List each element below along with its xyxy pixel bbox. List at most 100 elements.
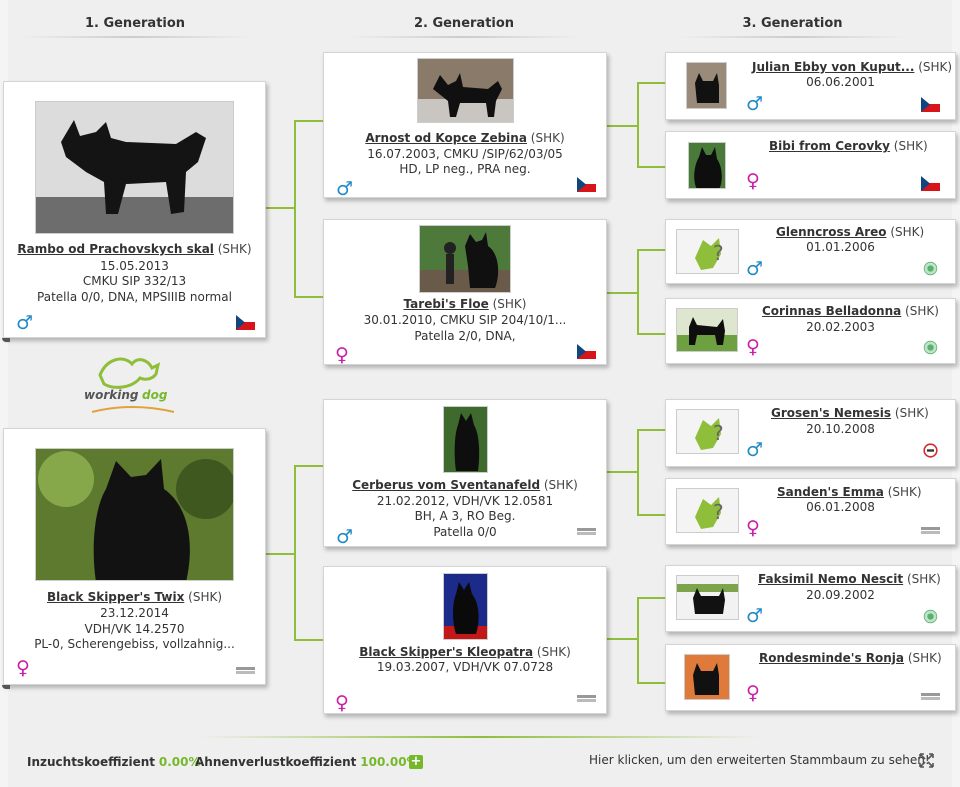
svg-text:?: ? [713, 421, 724, 445]
breed-code: (SHK) [188, 590, 223, 604]
unknown-dog-icon: ? [695, 418, 724, 450]
generation-1-title: 1. Generation [84, 16, 186, 31]
generation-1-header: 1. Generation [20, 16, 250, 38]
gen1-card-dam[interactable]: Black Skipper's Twix (SHK) 23.12.2014 VD… [2, 428, 266, 689]
female-icon: ♀ [746, 682, 760, 704]
ancestor-loss-value: 100.00% [360, 755, 419, 769]
male-icon: ♂ [746, 93, 764, 115]
green-badge-icon [923, 609, 938, 624]
dog-name-link[interactable]: Corinnas Belladonna [762, 304, 902, 318]
connector-line [637, 333, 666, 335]
placeholder-photo[interactable]: ? [676, 409, 739, 454]
gen3-card-5[interactable]: ? Grosen's Nemesis (SHK) 20.10.2008 ♂ [665, 399, 956, 467]
german-flag-icon [577, 528, 596, 535]
female-icon: ♀ [335, 692, 349, 714]
dog-name-line: Tarebi's Floe (SHK) [324, 297, 606, 312]
dog-photo[interactable] [35, 101, 234, 234]
dog-birth-date: 20.10.2008 [806, 422, 875, 436]
dog-name-line: Glenncross Areo (SHK) [776, 225, 955, 240]
dog-name-line: Julian Ebby von Kuput... (SHK) [752, 60, 955, 75]
female-icon: ♀ [746, 336, 760, 358]
dog-name-link[interactable]: Bibi from Cerovky [769, 139, 890, 153]
expand-plus-button[interactable]: + [409, 754, 423, 769]
dog-name-link[interactable]: Rondesminde's Ronja [759, 651, 905, 665]
gen2-card-1[interactable]: Arnost od Kopce Zebina (SHK) 16.07.2003,… [323, 52, 607, 200]
gen3-card-2[interactable]: Bibi from Cerovky (SHK) ♀ [665, 131, 956, 199]
breed-code: (SHK) [907, 651, 942, 665]
gen1-card-sire[interactable]: Rambo od Prachovskych skal (SHK) 15.05.2… [2, 81, 266, 342]
dog-name-link[interactable]: Tarebi's Floe [403, 297, 489, 311]
inbreeding-label: Inzuchtskoeffizient [27, 755, 156, 769]
dog-name-line: Faksimil Nemo Nescit (SHK) [758, 572, 955, 587]
breed-code: (SHK) [536, 645, 571, 659]
dog-name-link[interactable]: Glenncross Areo [776, 225, 887, 239]
dog-name-link[interactable]: Sanden's Emma [777, 485, 884, 499]
dog-photo[interactable] [684, 654, 730, 700]
dog-photo[interactable] [443, 406, 488, 473]
dog-name-link[interactable]: Black Skipper's Kleopatra [359, 645, 534, 659]
dog-name-link[interactable]: Cerberus vom Sventanafeld [352, 478, 541, 492]
placeholder-photo[interactable]: ? [676, 229, 739, 274]
dog-photo[interactable] [676, 308, 738, 352]
dog-silhouette-icon [677, 309, 737, 351]
gen2-card-2[interactable]: Tarebi's Floe (SHK) 30.01.2010, CMKU SIP… [323, 219, 607, 365]
connector-line [607, 292, 639, 294]
czech-flag-icon [921, 97, 940, 112]
gen3-card-1[interactable]: Julian Ebby von Kuput... (SHK) 06.06.200… [665, 52, 956, 120]
dog-name-link[interactable]: Grosen's Nemesis [771, 406, 892, 420]
connector-line [294, 465, 296, 640]
dog-photo[interactable] [688, 142, 726, 189]
dog-silhouette-icon [444, 574, 487, 639]
dog-name-link[interactable]: Black Skipper's Twix [46, 590, 185, 604]
logo-word-working: working [84, 388, 139, 402]
green-badge-icon [923, 261, 938, 276]
connector-line [637, 429, 639, 516]
dog-photo[interactable] [35, 448, 234, 581]
dog-name-link[interactable]: Rambo od Prachovskych skal [17, 242, 214, 256]
czech-flag-icon [577, 177, 596, 192]
female-icon: ♀ [16, 657, 30, 679]
female-icon: ♀ [746, 517, 760, 539]
dog-silhouette-icon [36, 449, 233, 580]
breed-code: (SHK) [530, 131, 565, 145]
dog-name-link[interactable]: Faksimil Nemo Nescit [758, 572, 904, 586]
gen3-card-7[interactable]: Faksimil Nemo Nescit (SHK) 20.09.2002 ♂ [665, 565, 956, 632]
svg-text:?: ? [713, 241, 724, 265]
connector-line [637, 249, 666, 251]
dog-name-link[interactable]: Arnost od Kopce Zebina [365, 131, 527, 145]
male-icon: ♂ [336, 178, 354, 200]
connector-line [637, 249, 639, 335]
gen2-card-4[interactable]: Black Skipper's Kleopatra (SHK) 19.03.20… [323, 566, 607, 714]
gen3-card-6[interactable]: ? Sanden's Emma (SHK) 06.01.2008 ♀ [665, 478, 956, 545]
dog-photo[interactable] [419, 225, 511, 293]
dog-photo[interactable] [676, 575, 739, 620]
breed-code: (SHK) [492, 297, 527, 311]
dog-name-line: Arnost od Kopce Zebina (SHK) [324, 131, 606, 146]
breed-code: (SHK) [905, 304, 939, 318]
dog-silhouette-icon [689, 143, 725, 188]
inbreeding-coefficient: Inzuchtskoeffizient 0.00% [27, 755, 200, 769]
connector-line [607, 638, 639, 640]
working-dog-logo: working dog [82, 350, 182, 420]
gen3-card-4[interactable]: Corinnas Belladonna (SHK) 20.02.2003 ♀ [665, 298, 956, 364]
expand-icon[interactable] [919, 753, 934, 768]
gen2-card-3[interactable]: Cerberus vom Sventanafeld (SHK) 21.02.20… [323, 399, 607, 547]
czech-flag-icon [921, 176, 940, 191]
dog-birth-registration: 16.07.2003, CMKU /SIP/62/03/05 [367, 147, 563, 161]
extended-pedigree-link[interactable]: Hier klicken, um den erweiterten Stammba… [589, 753, 930, 767]
dog-health-info: HD, LP neg., PRA neg. [399, 162, 531, 176]
placeholder-photo[interactable]: ? [676, 488, 739, 533]
czech-flag-icon [577, 344, 596, 359]
dog-name-link[interactable]: Julian Ebby von Kuput... [752, 60, 915, 74]
dog-photo[interactable] [443, 573, 488, 640]
dog-birth-date: 23.12.2014 [100, 606, 169, 620]
male-icon: ♂ [746, 439, 764, 461]
gen3-card-3[interactable]: ? Glenncross Areo (SHK) 01.01.2006 ♂ [665, 219, 956, 284]
breed-code: (SHK) [890, 225, 925, 239]
dog-photo[interactable] [417, 58, 514, 123]
dog-photo[interactable] [686, 62, 727, 109]
connector-line [294, 296, 324, 298]
dog-silhouette-icon [36, 102, 233, 233]
gen3-card-8[interactable]: Rondesminde's Ronja (SHK) ♀ [665, 644, 956, 711]
